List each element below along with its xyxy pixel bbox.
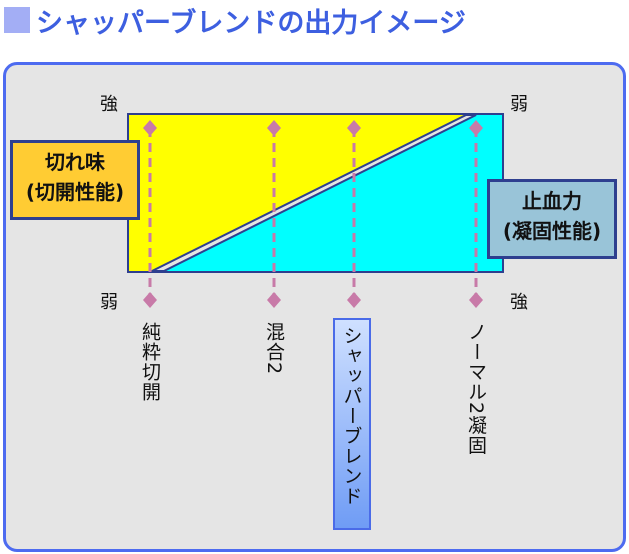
- diamond-marker-icon: [143, 292, 157, 308]
- cut-weak-label: 弱: [100, 292, 118, 313]
- diamond-marker-icon: [469, 120, 483, 136]
- page-title: シャッパーブレンドの出力イメージ: [4, 2, 466, 39]
- mode-pure-cut: 純粋切開: [139, 322, 161, 402]
- hemostasis-box: 止血力 (凝固性能): [487, 179, 617, 259]
- cutting-title: 切れ味: [45, 150, 105, 174]
- diamond-marker-icon: [347, 120, 361, 136]
- title-text: シャッパーブレンドの出力イメージ: [36, 7, 466, 39]
- mode-sharper-blend: シャッパーブレンド: [333, 318, 371, 530]
- mode-blend2: 混合2: [263, 322, 285, 376]
- diamond-marker-icon: [267, 120, 281, 136]
- mode-sharper-blend-label: シャッパーブレンド: [340, 326, 363, 506]
- title-square-icon: [4, 7, 30, 33]
- diamond-marker-icon: [267, 292, 281, 308]
- hemostasis-subtitle: (凝固性能): [502, 219, 602, 243]
- mode-normal2-coag: ノーマル2凝固: [465, 322, 487, 456]
- cut-area: [129, 115, 466, 271]
- diamond-marker-icon: [469, 292, 483, 308]
- cut-strong-label: 強: [100, 94, 118, 115]
- coag-weak-label: 弱: [510, 94, 528, 115]
- diagonal-divider: [151, 114, 477, 272]
- diamond-marker-icon: [347, 292, 361, 308]
- coag-strong-label: 強: [510, 292, 528, 313]
- diamond-marker-icon: [143, 120, 157, 136]
- cutting-box: 切れ味 (切開性能): [10, 140, 140, 220]
- hemostasis-title: 止血力: [522, 189, 582, 213]
- cutting-subtitle: (切開性能): [25, 180, 125, 204]
